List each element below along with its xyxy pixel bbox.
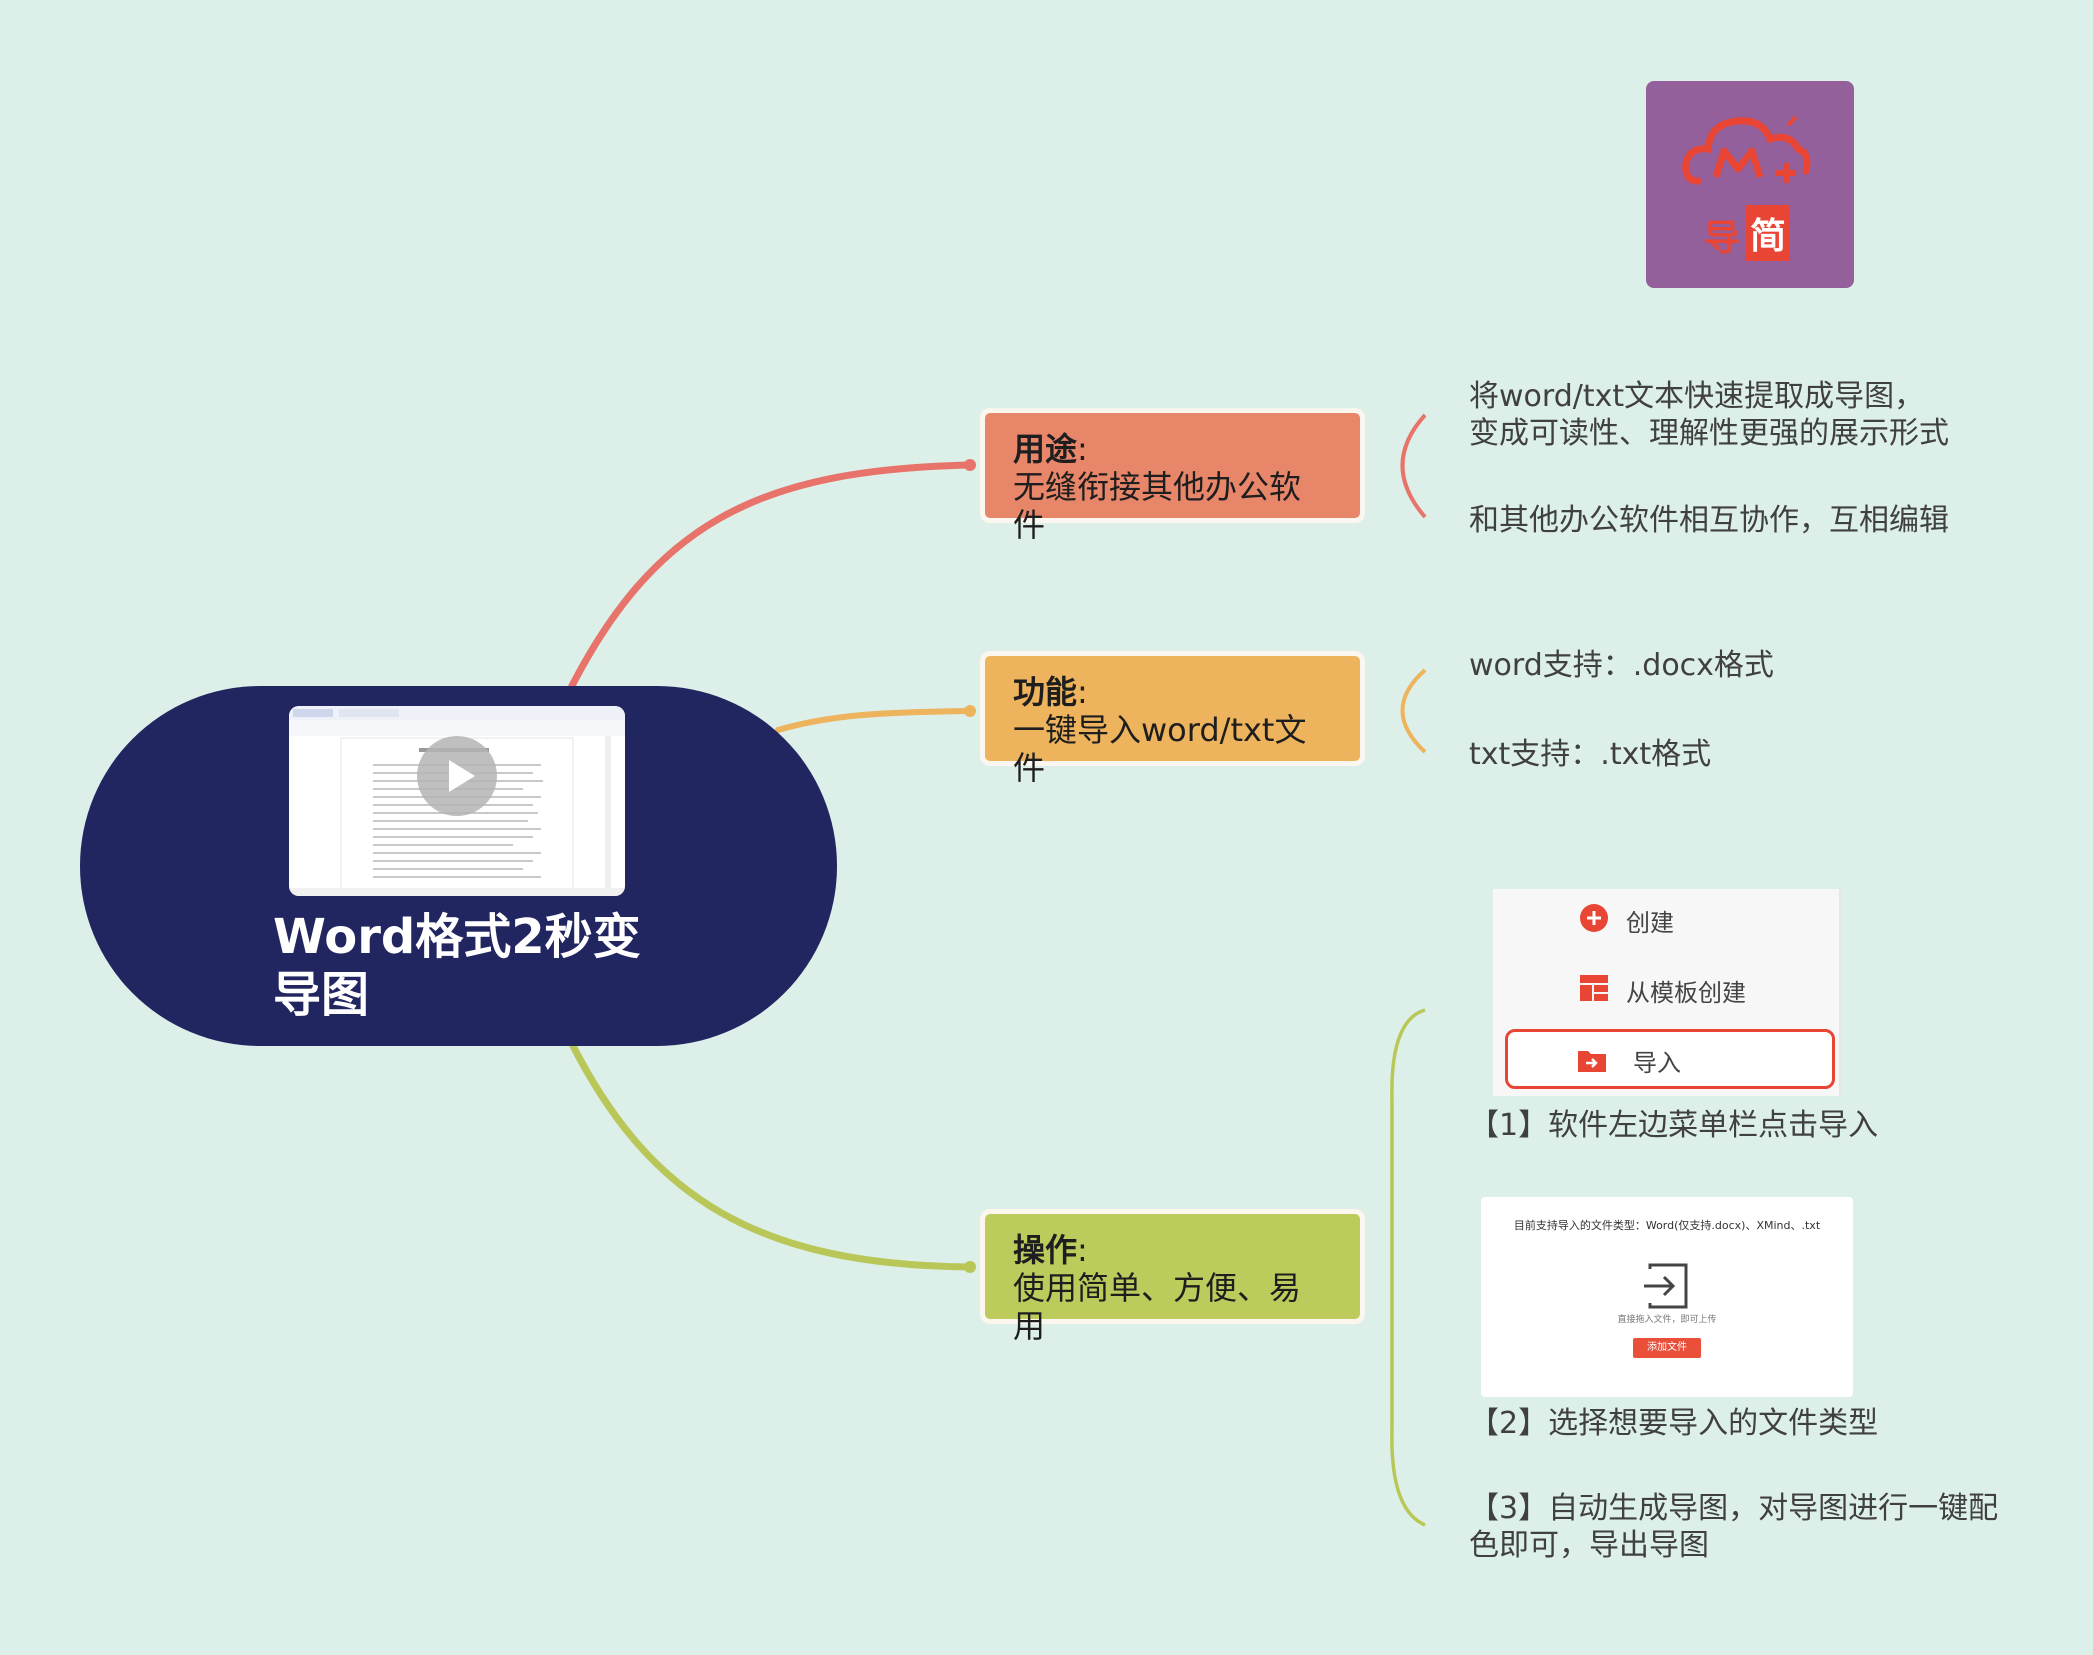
- root-title: Word格式2秒变导图: [273, 909, 641, 1023]
- leaf-text[interactable]: 【1】软件左边菜单栏点击导入: [1469, 1108, 1879, 1143]
- leaf-text[interactable]: word支持：.docx格式: [1469, 648, 1774, 683]
- leaf-text[interactable]: 和其他办公软件相互协作，互相编辑: [1469, 503, 1949, 538]
- branch-colon: :: [1077, 430, 1088, 468]
- menu-item-label: 创建: [1626, 909, 1674, 937]
- folder-import-icon: [1578, 1051, 1606, 1072]
- app-logo: 导 简: [1646, 81, 1854, 288]
- import-hint: 直接拖入文件，即可上传: [1617, 1315, 1717, 1325]
- template-icon: [1580, 975, 1608, 1001]
- logo-text-right: 简: [1746, 205, 1791, 261]
- menu-item-label: 从模板创建: [1626, 979, 1746, 1007]
- connector-dot-yongtu: [964, 459, 976, 471]
- leaf-text[interactable]: 变成可读性、理解性更强的展示形式: [1469, 416, 1949, 451]
- menu-item-label: 导入: [1633, 1049, 1681, 1077]
- branch-key: 功能: [1013, 673, 1078, 711]
- branch-desc: 无缝衔接其他办公软件: [1013, 468, 1302, 544]
- cloud-logo-icon: [1682, 115, 1811, 185]
- leaf-text[interactable]: 色即可，导出导图: [1469, 1528, 1709, 1563]
- bracket-gongneng: [1400, 668, 1427, 754]
- import-dialog-screenshot: 目前支持导入的文件类型：Word(仅支持.docx)、XMind、.txt 直接…: [1481, 1197, 1853, 1397]
- add-file-button[interactable]: 添加文件: [1633, 1338, 1701, 1358]
- branch-key: 操作: [1013, 1231, 1078, 1269]
- menu-item-template[interactable]: 从模板创建: [1493, 959, 1839, 1019]
- branch-card-purpose[interactable]: 用途: 无缝衔接其他办公软件: [980, 408, 1365, 544]
- connector-caozuo: [566, 1036, 974, 1271]
- branch-colon: :: [1077, 673, 1088, 711]
- leaf-text[interactable]: 【3】自动生成导图，对导图进行一键配: [1469, 1491, 1999, 1526]
- connector-dot-gongneng: [964, 705, 976, 717]
- import-icon[interactable]: [1642, 1263, 1692, 1309]
- import-file-types: 目前支持导入的文件类型：Word(仅支持.docx)、XMind、.txt: [1513, 1219, 1821, 1232]
- connector-gongneng: [775, 708, 973, 733]
- leaf-text[interactable]: 将word/txt文本快速提取成导图，: [1469, 379, 1925, 414]
- leaf-text[interactable]: txt支持：.txt格式: [1469, 737, 1712, 772]
- branch-key: 用途: [1013, 430, 1078, 468]
- branch-desc: 一键导入word/txt文件: [1013, 711, 1307, 787]
- branch-desc: 使用简单、方便、易用: [1013, 1269, 1302, 1345]
- menu-item-create[interactable]: 创建: [1493, 889, 1839, 949]
- plus-circle-icon: [1580, 904, 1608, 932]
- connector-dot-caozuo: [964, 1261, 976, 1273]
- connector-yongtu: [556, 461, 974, 714]
- branch-card-operation[interactable]: 操作: 使用简单、方便、易用: [980, 1209, 1365, 1345]
- logo-text-left: 导: [1704, 218, 1741, 259]
- play-icon[interactable]: [415, 734, 499, 818]
- leaf-text[interactable]: 【2】选择想要导入的文件类型: [1469, 1406, 1879, 1441]
- video-thumbnail[interactable]: [289, 706, 625, 896]
- bracket-caozuo: [1390, 1008, 1426, 1527]
- bracket-yongtu: [1400, 413, 1427, 519]
- menu-item-import[interactable]: 导入: [1505, 1029, 1835, 1089]
- branch-card-function[interactable]: 功能: 一键导入word/txt文件: [980, 651, 1365, 787]
- branch-colon: :: [1077, 1231, 1088, 1269]
- menu-screenshot: 创建 从模板创建 导入: [1493, 889, 1841, 1096]
